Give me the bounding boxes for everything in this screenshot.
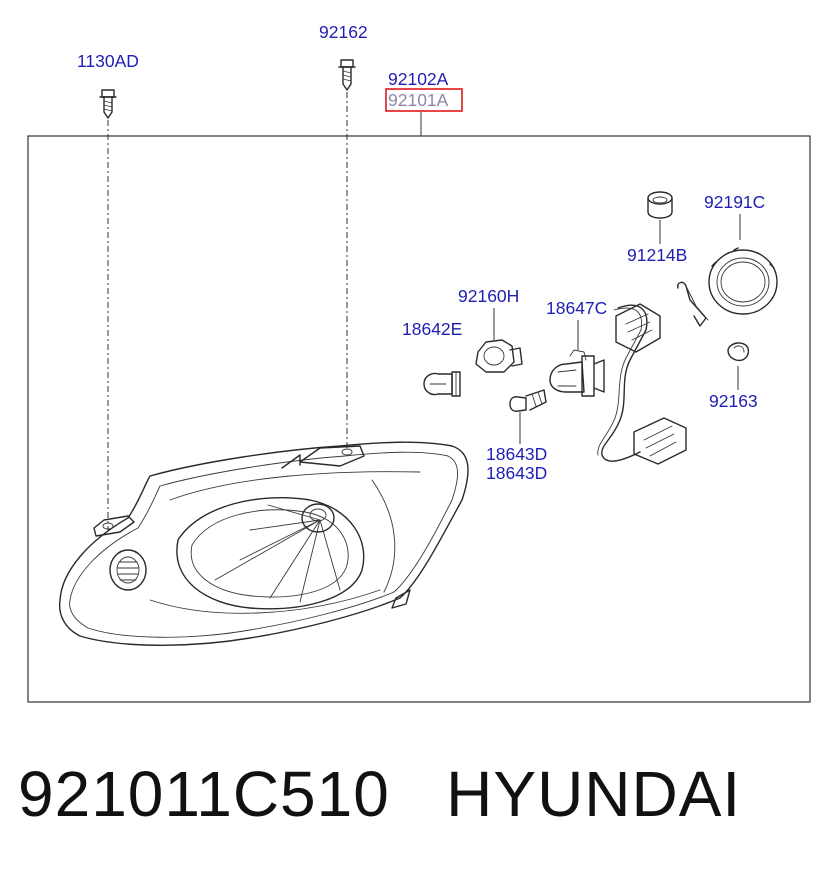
cap-91214B-icon [647, 191, 673, 219]
callout-92191C[interactable]: 92191C [704, 192, 765, 212]
callout-92163[interactable]: 92163 [709, 391, 758, 411]
ring-92191C-icon [708, 247, 778, 315]
bolt-top-icon [338, 59, 356, 91]
harness-connector-top-icon [615, 303, 661, 353]
callout-18642E[interactable]: 18642E [402, 319, 462, 339]
callout-18643D-a[interactable]: 18643D [486, 444, 547, 464]
bulb-18642E-icon [423, 371, 461, 397]
callout-92162[interactable]: 92162 [319, 22, 368, 42]
harness-connector-bottom-icon [633, 417, 687, 465]
callout-18643D-b[interactable]: 18643D [486, 463, 547, 483]
callout-1130AD[interactable]: 1130AD [77, 51, 139, 71]
bulb-h4-icon [549, 349, 605, 397]
callout-92102A[interactable]: 92102A [388, 69, 449, 89]
socket-92160H-icon [475, 339, 523, 373]
assembly-frame [27, 135, 811, 703]
caption-brand: HYUNDAI [446, 758, 742, 830]
callout-91214B[interactable]: 91214B [627, 245, 687, 265]
headlamp-housing-icon [58, 441, 469, 646]
harness-wire [601, 304, 648, 462]
spring-clip-icon [676, 281, 709, 327]
callout-18647C[interactable]: 18647C [546, 298, 607, 318]
callout-92101A[interactable]: 92101A [388, 90, 449, 110]
callout-92160H[interactable]: 92160H [458, 286, 519, 306]
clip-92163-icon [727, 342, 750, 362]
caption-part-number: 921011C510 [18, 758, 390, 830]
bolt-left-icon [99, 89, 117, 119]
highlight-box [385, 88, 463, 112]
bulb-18643D-icon [509, 389, 547, 412]
part-number-caption: 921011C510 HYUNDAI [18, 762, 741, 826]
